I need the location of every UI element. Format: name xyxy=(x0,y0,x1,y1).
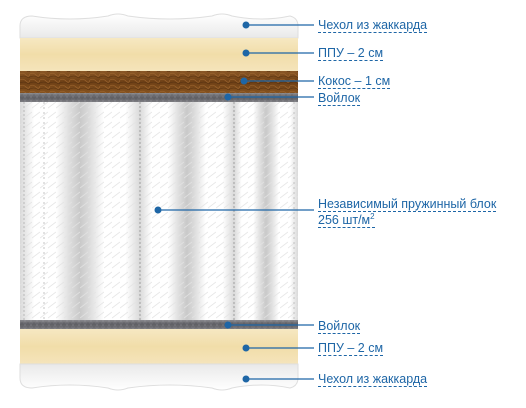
leader-foam-bottom xyxy=(242,344,314,352)
foam-top-layer xyxy=(20,38,298,71)
cover-top-layer xyxy=(19,13,299,39)
cover-bottom-layer xyxy=(19,363,299,391)
label-felt-bottom: Войлок xyxy=(318,319,361,334)
foam-bottom-layer xyxy=(20,329,298,364)
label-foam-bottom: ППУ – 2 см xyxy=(318,341,384,356)
leader-cover-bottom xyxy=(242,375,314,383)
leader-felt-top xyxy=(224,93,314,101)
label-cover-bottom: Чехол из жаккарда xyxy=(318,372,428,387)
leader-cover-top xyxy=(242,21,314,29)
leader-foam-top xyxy=(242,49,314,57)
label-coconut: Кокос – 1 см xyxy=(318,74,391,89)
label-felt-top: Войлок xyxy=(318,91,361,106)
label-spring-density: 256 шт/м2 xyxy=(318,211,375,228)
leader-felt-bottom xyxy=(224,321,314,329)
label-spring-block: Независимый пружинный блок 256 шт/м2 xyxy=(318,197,497,228)
label-foam-top: ППУ – 2 см xyxy=(318,46,384,61)
leader-coconut xyxy=(240,77,314,85)
leader-spring-block xyxy=(154,206,314,214)
label-cover-top: Чехол из жаккарда xyxy=(318,18,428,33)
